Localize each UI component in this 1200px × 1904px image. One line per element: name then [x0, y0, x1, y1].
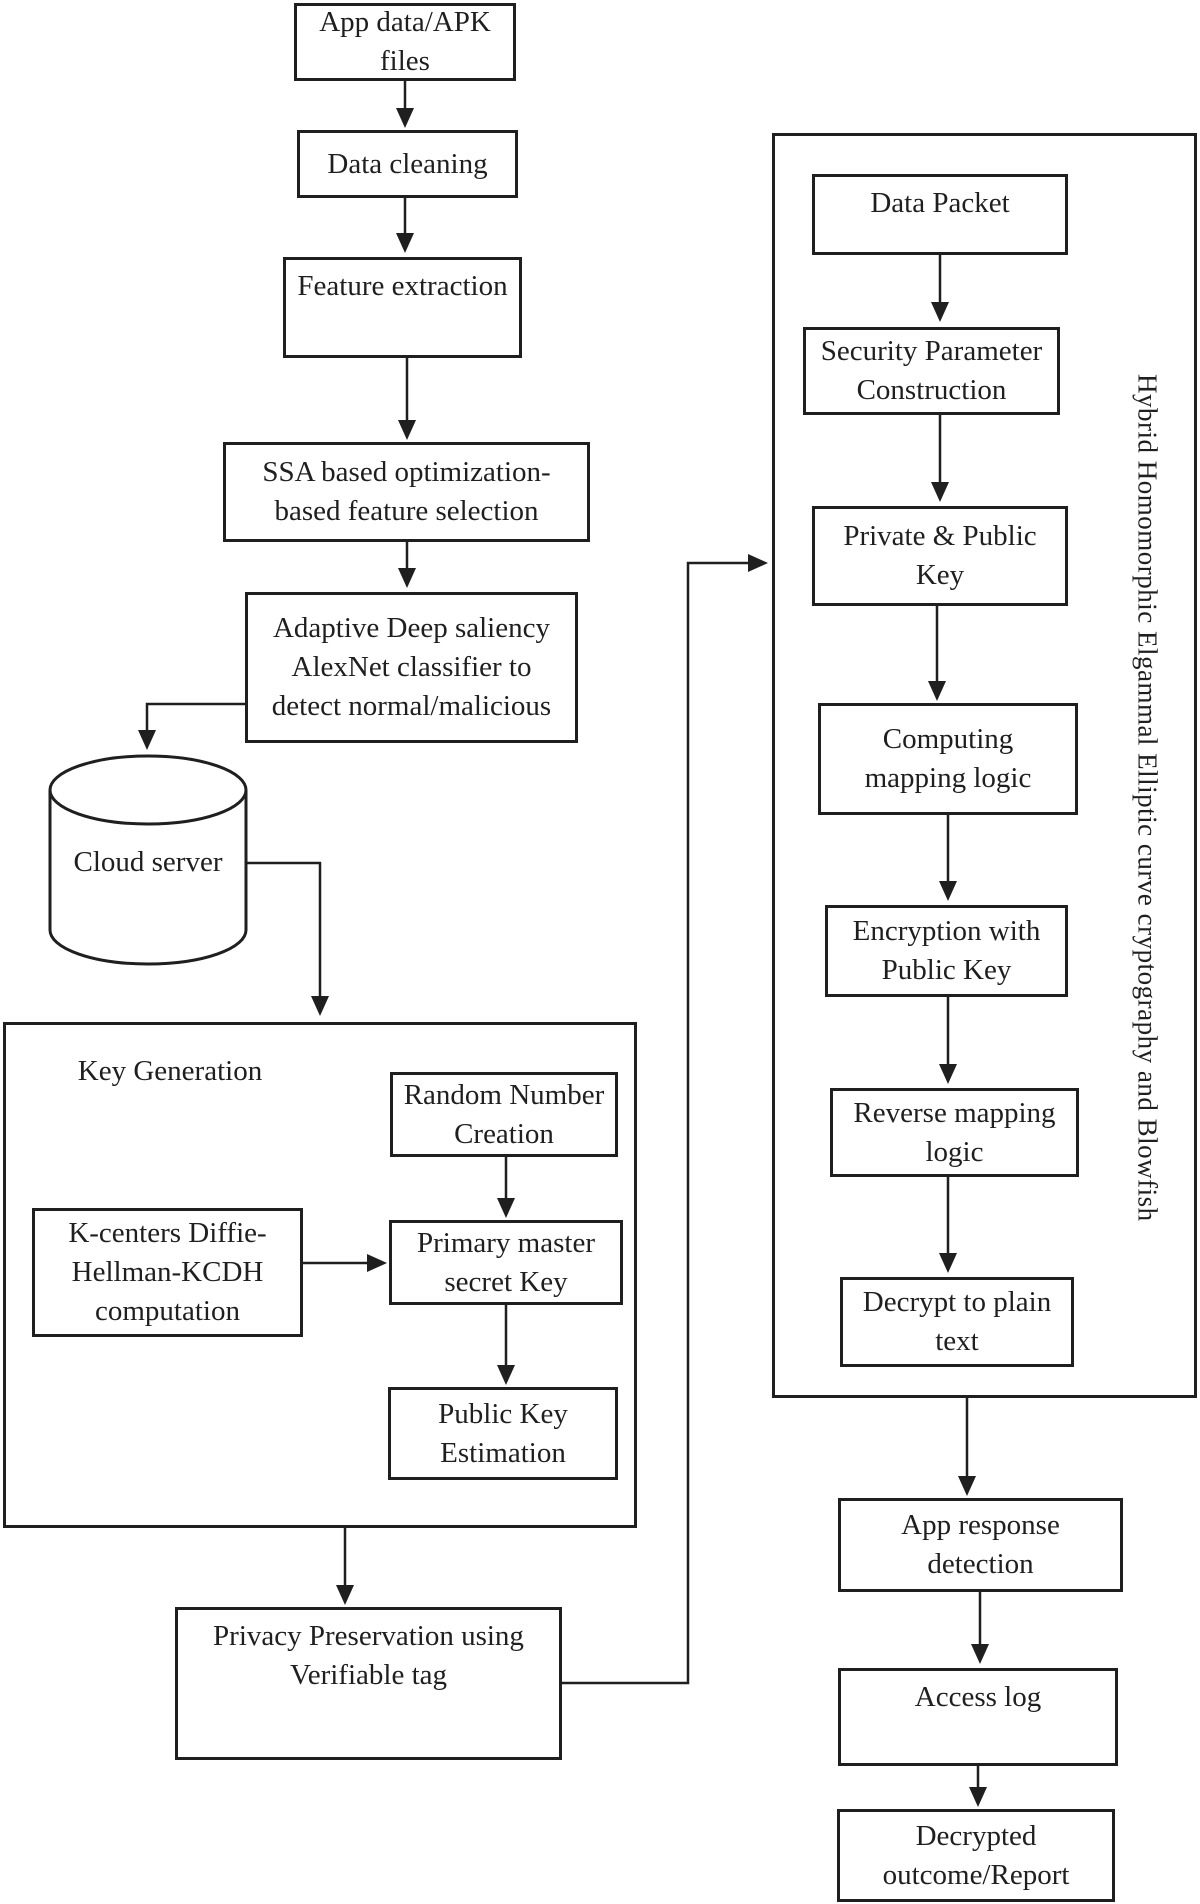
node-data-cleaning: Data cleaning [297, 130, 518, 198]
arrow-feature-to-ssa [398, 358, 416, 440]
arrow-cleaning-to-feature [396, 197, 414, 253]
node-primary-master-secret-key: Primary master secret Key [389, 1220, 623, 1305]
arrow-packet-to-security [931, 255, 949, 322]
arrow-cloud-to-keygen [247, 861, 329, 1016]
arrow-accesslog-to-outcome [969, 1766, 987, 1807]
node-app-data: App data/APK files [294, 3, 516, 81]
cloud-server-label: Cloud server [73, 845, 223, 878]
node-access-log: Access log [838, 1668, 1118, 1766]
node-data-packet: Data Packet [812, 174, 1068, 255]
node-ssa-feature-selection: SSA based optimization- based feature se… [223, 442, 590, 542]
arrow-keys-to-computing [928, 606, 946, 701]
node-private-public-key: Private & Public Key [812, 506, 1068, 606]
cloud-server-cylinder [48, 754, 248, 966]
arrow-reverse-to-decrypt [939, 1177, 957, 1273]
arrow-primary-to-pubkey [497, 1305, 515, 1385]
arrow-encryption-to-reverse [939, 997, 957, 1084]
arrow-appdata-to-cleaning [396, 80, 414, 128]
hybrid-cryptography-container [772, 133, 1197, 1398]
arrow-random-to-primary [497, 1157, 515, 1218]
node-feature-extraction: Feature extraction [283, 257, 522, 358]
node-app-response-detection: App response detection [838, 1498, 1123, 1592]
node-decrypt-to-plain-text: Decrypt to plain text [840, 1277, 1074, 1367]
arrow-keygen-to-privacy [336, 1528, 354, 1605]
node-security-parameter-construction: Security Parameter Construction [803, 327, 1060, 415]
node-encryption-with-public-key: Encryption with Public Key [825, 905, 1068, 997]
key-generation-container [3, 1022, 637, 1528]
node-reverse-mapping-logic: Reverse mapping logic [830, 1088, 1079, 1177]
arrow-computing-to-encryption [939, 815, 957, 901]
node-computing-mapping-logic: Computing mapping logic [818, 703, 1078, 815]
node-privacy-preservation: Privacy Preservation using Verifiable ta… [175, 1607, 562, 1760]
node-decrypted-outcome-report: Decrypted outcome/Report [837, 1809, 1115, 1902]
node-adaptive-alexnet-classifier: Adaptive Deep saliency AlexNet classifie… [245, 592, 578, 743]
connector-privacy-to-hybrid [562, 554, 768, 1685]
key-generation-title: Key Generation [77, 1054, 263, 1087]
hybrid-cryptography-title: Hybrid Homomorphic Elgammal Elliptic cur… [1132, 373, 1163, 1222]
arrow-kcenters-to-primary [303, 1254, 387, 1272]
arrow-ssa-to-adaptive [398, 542, 416, 588]
arrow-adaptive-to-cloud [138, 702, 245, 750]
node-kcenters-diffie-hellman: K-centers Diffie- Hellman-KCDH computati… [32, 1208, 303, 1337]
arrow-hybrid-to-appresponse [958, 1398, 976, 1496]
arrow-security-to-keys [931, 415, 949, 502]
node-public-key-estimation: Public Key Estimation [388, 1387, 618, 1480]
node-random-number-creation: Random Number Creation [390, 1072, 618, 1157]
arrow-appresponse-to-accesslog [971, 1592, 989, 1664]
